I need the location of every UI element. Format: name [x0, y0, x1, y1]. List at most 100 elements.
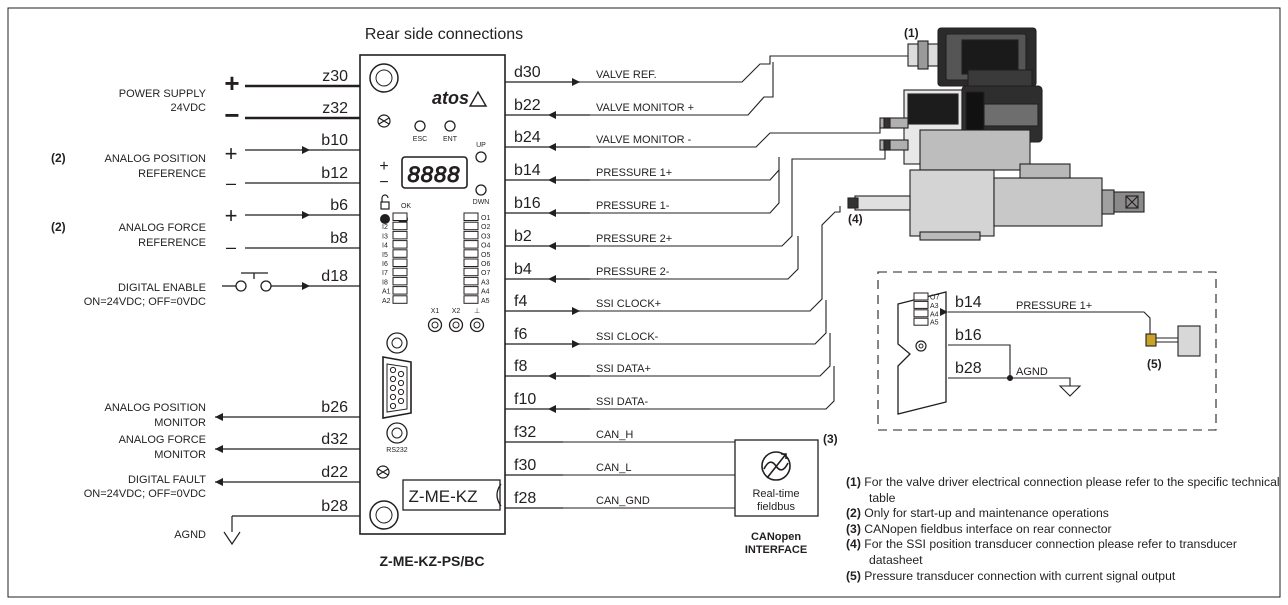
ground-icon	[223, 531, 241, 546]
led-label: A2	[382, 298, 391, 305]
note-5: (5) Pressure transducer connection with …	[846, 568, 1176, 583]
model-label: Z-ME-KZ-PS/BC	[380, 553, 485, 569]
rs232-connector	[382, 332, 412, 444]
test-point	[469, 317, 485, 333]
pressure-transducer-inset	[877, 271, 1217, 431]
minus-sign-icon: –	[226, 237, 236, 257]
up-key	[475, 151, 487, 163]
test-point-label: ⊥	[474, 308, 480, 315]
led-label: I5	[382, 252, 388, 259]
svg-text:ANALOG POSITION: ANALOG POSITION	[105, 402, 207, 414]
minus-sign-icon: –	[226, 173, 236, 193]
svg-text:ON=24VDC; OFF=0VDC: ON=24VDC; OFF=0VDC	[84, 488, 206, 500]
pin-label: b8	[330, 230, 348, 247]
signal-label: VALVE REF.	[596, 69, 657, 81]
led-label: A5	[930, 320, 939, 327]
lock-led	[380, 214, 390, 224]
pin-label: f32	[514, 424, 536, 441]
pin-label: d18	[321, 268, 348, 285]
led-label: O1	[481, 215, 490, 222]
db9-pin	[397, 397, 405, 405]
minus-sign-icon: −	[224, 100, 239, 130]
pin-label: b14	[955, 294, 982, 311]
test-point-core	[431, 321, 439, 329]
lock-icon	[380, 194, 390, 210]
pin-label: f8	[514, 358, 527, 375]
signal-label: PRESSURE 2+	[596, 233, 672, 245]
led-label: O2	[481, 224, 490, 231]
fieldbus-slot	[402, 479, 501, 511]
test-point	[427, 317, 443, 333]
led	[463, 240, 479, 249]
note-marker-2: (2)	[51, 151, 66, 165]
db9-pin	[397, 379, 405, 387]
led	[913, 317, 929, 326]
db9-pin	[389, 375, 397, 383]
signal-label: CAN_L	[596, 462, 631, 474]
svg-text:MONITOR: MONITOR	[154, 417, 206, 429]
plus-sign-icon: +	[225, 141, 238, 166]
svg-text:24VDC: 24VDC	[171, 102, 207, 114]
led-label: O3	[481, 233, 490, 240]
led	[392, 295, 408, 304]
led-label: A4	[481, 289, 490, 296]
test-point-core	[452, 321, 460, 329]
right-signal-labels: VALVE REF.VALVE MONITOR +VALVE MONITOR -…	[596, 69, 694, 507]
pin-label: f10	[514, 391, 536, 408]
signal-label: CAN_H	[596, 429, 633, 441]
up-label: UP	[476, 142, 486, 149]
inset-test-point	[915, 340, 927, 352]
slot-latch	[496, 483, 502, 507]
test-point-label: X1	[431, 308, 440, 315]
svg-text:AGND: AGND	[174, 529, 206, 541]
svg-text:ANALOG FORCE: ANALOG FORCE	[119, 434, 206, 446]
led	[463, 286, 479, 295]
test-point	[448, 317, 464, 333]
pin-label: b2	[514, 228, 532, 245]
led-label: O7	[930, 295, 939, 302]
pin-label: b12	[321, 165, 348, 182]
minus-key-icon: −	[379, 174, 388, 191]
signal-label: VALVE MONITOR -	[596, 134, 692, 146]
pin-label: d22	[321, 464, 348, 481]
svg-text:ON=24VDC; OFF=0VDC: ON=24VDC; OFF=0VDC	[84, 296, 206, 308]
led	[463, 258, 479, 267]
svg-text:MONITOR: MONITOR	[154, 449, 206, 461]
inset-agnd: AGND	[1016, 366, 1048, 378]
pin-label: b16	[514, 195, 541, 212]
led	[913, 292, 929, 301]
svg-text:ANALOG POSITION: ANALOG POSITION	[105, 153, 207, 165]
logo-triangle-icon	[468, 90, 488, 107]
svg-text:DIGITAL ENABLE: DIGITAL ENABLE	[118, 282, 206, 294]
pressure-transducer-icon	[1145, 325, 1201, 357]
led	[392, 240, 408, 249]
led	[392, 212, 408, 221]
pin-label: z32	[322, 100, 348, 117]
pin-label: d32	[321, 431, 348, 448]
device-wiring	[563, 55, 920, 509]
slot-label: Z-ME-KZ	[409, 487, 478, 506]
plus-sign-icon: +	[225, 203, 238, 228]
fieldbus-line2: fieldbus	[757, 501, 795, 513]
test-point-label: X2	[452, 308, 461, 315]
pin-label: d30	[514, 64, 541, 81]
led-label: O7	[481, 270, 490, 277]
led-label: I6	[382, 261, 388, 268]
inset-signal: PRESSURE 1+	[1016, 300, 1092, 312]
ent-key	[444, 120, 456, 132]
note-marker-5: (5)	[1147, 357, 1162, 371]
led-label: A4	[930, 311, 939, 318]
enable-switch-icon	[222, 272, 272, 292]
pin-label: b28	[321, 498, 348, 515]
signal-label: SSI CLOCK+	[596, 298, 661, 310]
notes-list: (1) For the valve driver electrical conn…	[846, 475, 1280, 584]
db9-pin	[397, 370, 405, 378]
pin-label: b22	[514, 97, 541, 114]
left-labels: POWER SUPPLY 24VDC ANALOG POSITION REFER…	[84, 88, 207, 541]
db9-pin	[397, 388, 405, 396]
note-marker-1: (1)	[904, 26, 919, 40]
pin-label: b6	[330, 197, 348, 214]
